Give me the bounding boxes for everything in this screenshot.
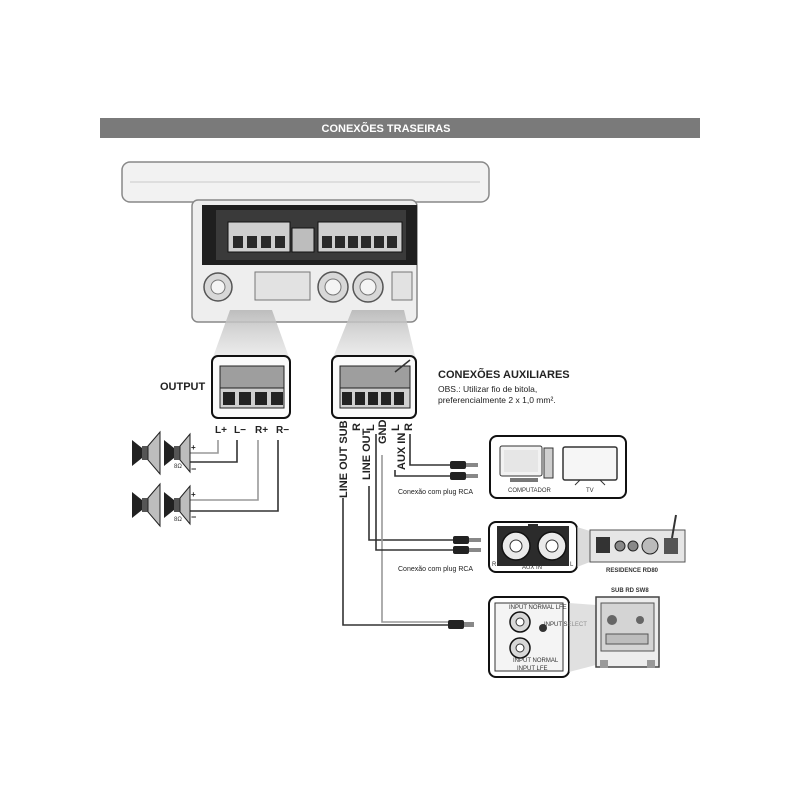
output-connector: OUTPUT L+ L− R+ R− bbox=[160, 355, 291, 436]
speaker-icon: 8Ω bbox=[132, 482, 191, 528]
aux-title: CONEXÕES AUXILIARES bbox=[438, 368, 570, 381]
aux-zoom-beam bbox=[332, 310, 416, 360]
sub-input-lfe: INPUT LFE bbox=[517, 666, 548, 672]
speaker2-minus: − bbox=[191, 512, 196, 522]
aux-connector bbox=[331, 355, 417, 419]
terminal-aux-l-label: L bbox=[390, 424, 402, 431]
aux-panel-l: L bbox=[570, 562, 574, 568]
sub-zoom-beam bbox=[569, 603, 596, 672]
sub-input-normal: INPUT NORMAL bbox=[513, 658, 559, 664]
aux-wires bbox=[342, 434, 453, 626]
sub-title: SUB RD SW8 bbox=[611, 588, 649, 594]
sub-input-select: INPUT SELECT bbox=[544, 622, 587, 628]
aux-note-line2: preferencialmente 2 x 1,0 mm². bbox=[438, 395, 556, 405]
line-out-label: LINE OUT bbox=[361, 428, 373, 480]
aux-panel-r: R bbox=[492, 562, 497, 568]
terminal-l-label: L bbox=[365, 424, 377, 431]
terminal-l-minus: L− bbox=[234, 425, 246, 436]
aux-in-label: AUX IN bbox=[396, 433, 408, 470]
sub-input-panel: INPUT NORMAL LFE INPUT SELECT INPUT NORM… bbox=[488, 596, 587, 678]
speaker2-impedance: 8Ω bbox=[174, 517, 182, 523]
tv-label: TV bbox=[586, 488, 594, 494]
header-bar: CONEXÕES TRASEIRAS bbox=[100, 118, 700, 138]
rca-caption-2: Conexão com plug RCA bbox=[398, 566, 473, 573]
aux-panel-label: AUX IN bbox=[522, 565, 542, 571]
computer-label: COMPUTADOR bbox=[508, 488, 552, 494]
aux-note-line1: OBS.: Utilizar fio de bitola, bbox=[438, 384, 537, 394]
terminal-gnd-label: GND bbox=[377, 420, 389, 445]
residence-zoom-beam bbox=[577, 527, 590, 567]
computer-tv-box: COMPUTADOR TV bbox=[489, 435, 627, 499]
residence-rd80: RESIDENCE RD80 bbox=[589, 514, 686, 574]
amplifier-unit bbox=[121, 161, 490, 323]
rca-plug-icon bbox=[448, 620, 474, 629]
speaker1-minus: − bbox=[191, 464, 196, 474]
header-title: CONEXÕES TRASEIRAS bbox=[322, 122, 451, 135]
speaker-icon: 8Ω bbox=[132, 430, 191, 476]
rca-caption-1: Conexão com plug RCA bbox=[398, 489, 473, 496]
terminal-l-plus: L+ bbox=[215, 425, 227, 436]
speaker2-plus: + bbox=[191, 490, 196, 499]
speaker-wires: + − + − bbox=[190, 440, 279, 522]
terminal-r-plus: R+ bbox=[255, 425, 268, 436]
sub-input-normal-lfe: INPUT NORMAL LFE bbox=[509, 605, 567, 611]
rca-plug-icon bbox=[453, 536, 481, 554]
residence-label: RESIDENCE RD80 bbox=[606, 568, 659, 574]
speaker1-impedance: 8Ω bbox=[174, 464, 182, 470]
output-zoom-beam bbox=[212, 310, 290, 360]
output-title: OUTPUT bbox=[160, 381, 206, 393]
speaker1-plus: + bbox=[191, 443, 196, 452]
line-out-sub-label: LINE OUT SUB bbox=[338, 420, 350, 498]
terminal-aux-r-label: R bbox=[403, 423, 415, 431]
terminal-r-minus: R− bbox=[276, 425, 289, 436]
aux-in-panel: R AUX IN L bbox=[488, 521, 578, 573]
rca-plug-icon bbox=[450, 461, 478, 480]
terminal-r-label: R bbox=[351, 423, 363, 431]
sub-rd-sw8: SUB RD SW8 bbox=[595, 588, 660, 668]
